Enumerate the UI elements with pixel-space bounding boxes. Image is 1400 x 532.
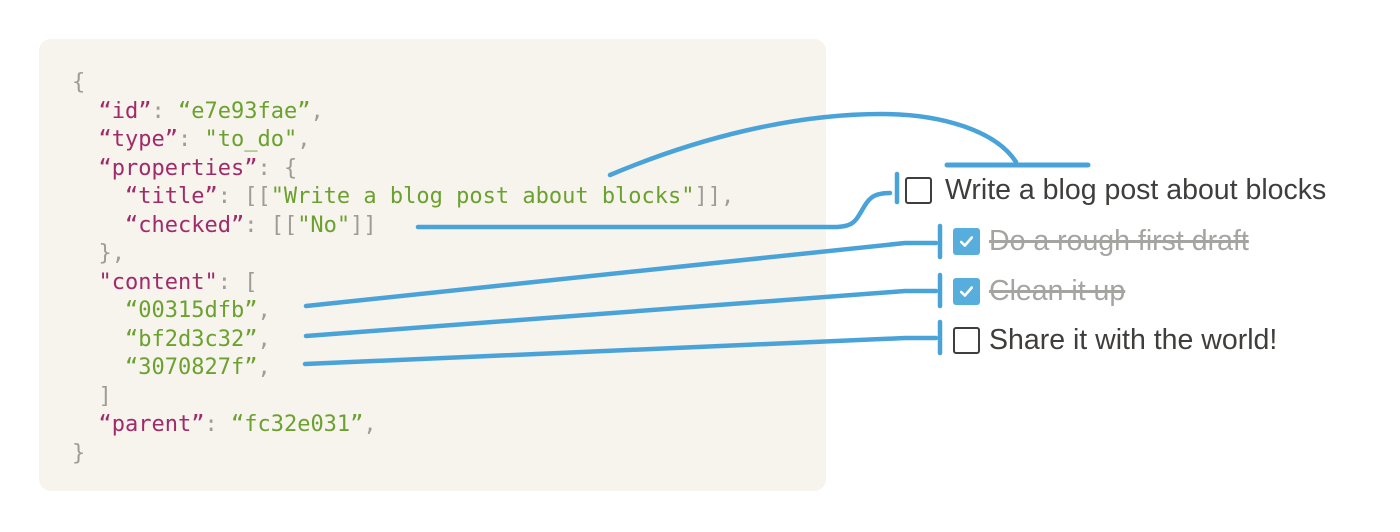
- code-token-key: “id”: [98, 98, 152, 124]
- todo-label: Write a blog post about blocks: [945, 173, 1327, 206]
- code-token-punct: : [[: [217, 184, 271, 209]
- code-token-punct: ,: [310, 98, 324, 124]
- code-token-punct: [72, 156, 99, 181]
- todo-item: Write a blog post about blocks: [905, 173, 1327, 206]
- code-token-punct: :: [204, 412, 231, 437]
- json-code: { “id”: “e7e93fae”, “type”: "to_do", “pr…: [72, 69, 734, 468]
- code-token-string: “00315dfb”: [124, 298, 258, 323]
- code-token-punct: ,: [257, 355, 271, 380]
- code-token-punct: [72, 213, 125, 238]
- code-token-string: “3070827f”: [124, 355, 258, 380]
- code-line: “checked”: [["No"]]: [72, 212, 734, 241]
- json-code-panel: { “id”: “e7e93fae”, “type”: "to_do", “pr…: [39, 39, 826, 491]
- todo-item: Share it with the world!: [953, 323, 1278, 356]
- code-token-string: “fc32e031”: [230, 412, 364, 437]
- code-line: ]: [72, 383, 734, 412]
- code-token-punct: ,: [257, 298, 271, 323]
- code-token-punct: ,: [257, 326, 271, 352]
- code-token-punct: ,: [363, 412, 377, 437]
- code-line: “properties”: {: [72, 155, 734, 184]
- code-token-punct: [72, 327, 125, 352]
- code-token-key: "content": [98, 269, 218, 295]
- code-token-key: “parent”: [98, 412, 205, 437]
- todo-checkbox-unchecked[interactable]: [905, 176, 932, 204]
- code-token-punct: : {: [257, 155, 298, 181]
- code-line: },: [72, 240, 734, 269]
- code-token-key: “checked”: [124, 212, 245, 238]
- code-token-punct: ,: [297, 127, 311, 152]
- code-token-punct: {: [72, 70, 86, 95]
- code-token-string: “e7e93fae”: [177, 98, 311, 124]
- todo-checkbox-checked[interactable]: [953, 227, 980, 255]
- code-token-string: "to_do": [204, 127, 298, 152]
- code-line: “parent”: “fc32e031”,: [72, 411, 734, 440]
- todo-item: Do a rough first draft: [953, 224, 1249, 257]
- code-token-punct: :: [151, 98, 178, 124]
- code-token-punct: [72, 270, 99, 295]
- code-token-punct: [72, 184, 125, 209]
- code-line: “title”: [["Write a blog post about bloc…: [72, 183, 734, 212]
- code-line: “id”: “e7e93fae”,: [72, 98, 734, 127]
- checkmark-icon: [959, 235, 974, 247]
- todo-item: Clean it up: [953, 274, 1126, 307]
- code-token-punct: :: [177, 127, 205, 152]
- todo-checkbox-unchecked[interactable]: [953, 326, 980, 354]
- code-token-punct: [72, 99, 99, 124]
- code-token-string: "Write a blog post about blocks": [270, 184, 695, 209]
- code-line: {: [72, 69, 734, 98]
- code-token-punct: [72, 412, 99, 437]
- code-token-punct: },: [72, 241, 125, 266]
- code-token-string: “bf2d3c32”: [124, 326, 258, 352]
- code-token-punct: }: [72, 440, 86, 466]
- code-line: "content": [: [72, 269, 734, 298]
- code-token-punct: : [[: [244, 212, 298, 238]
- code-line: “type”: "to_do",: [72, 126, 734, 155]
- code-line: }: [72, 440, 734, 469]
- code-token-punct: : [: [217, 269, 258, 295]
- code-token-key: “type”: [98, 127, 178, 152]
- todo-label: Do a rough first draft: [989, 224, 1249, 257]
- todo-label: Share it with the world!: [989, 323, 1278, 356]
- todo-checkbox-checked[interactable]: [953, 277, 980, 305]
- code-token-key: “properties”: [98, 155, 258, 181]
- code-token-punct: [72, 298, 125, 323]
- code-token-punct: ]: [72, 383, 112, 409]
- code-line: “3070827f”,: [72, 354, 734, 383]
- code-token-punct: [72, 355, 125, 380]
- todo-label: Clean it up: [989, 274, 1126, 307]
- code-line: “00315dfb”,: [72, 297, 734, 326]
- code-token-punct: [72, 127, 99, 152]
- code-line: “bf2d3c32”,: [72, 326, 734, 355]
- code-token-key: “title”: [124, 184, 218, 209]
- checkmark-icon: [959, 285, 974, 297]
- code-token-punct: ]],: [694, 184, 735, 209]
- code-token-punct: ]]: [350, 212, 377, 238]
- code-token-string: "No": [297, 212, 351, 238]
